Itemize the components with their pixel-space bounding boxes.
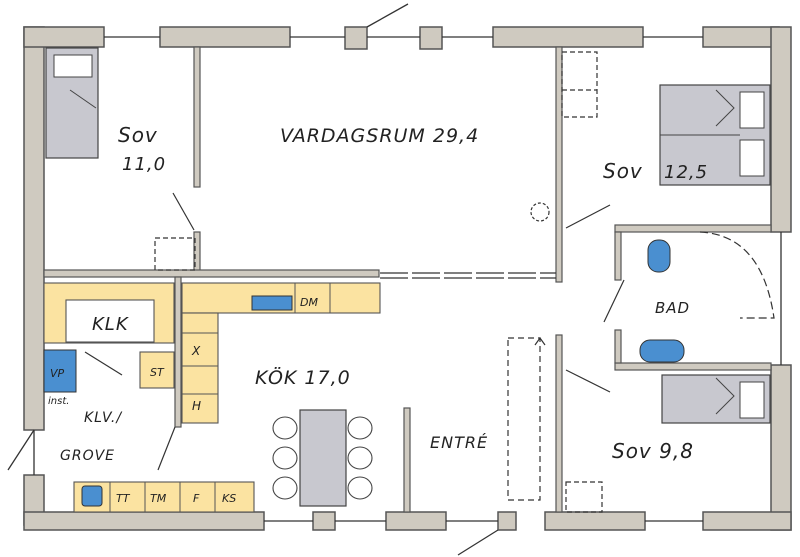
toilet [647,239,671,273]
label-klv: KLV./ [84,410,122,426]
south-wall-1 [23,511,265,531]
south-pillar [312,511,336,531]
wall-vardagsrum-east [555,46,563,283]
dining-table [272,409,373,507]
label-kok: KÖK 17,0 [255,366,351,389]
label-h: H [192,399,201,413]
east-wall-lower [770,364,792,531]
wall-sov-vardagsrum [193,46,201,188]
label-entre: ENTRÉ [430,433,488,452]
south-wall-3 [544,511,646,531]
label-tt: TT [116,492,131,505]
bath-sink [639,339,685,363]
label-tm: TM [150,492,167,505]
north-pillar-2 [419,26,443,50]
label-grove: GROVE [60,448,115,464]
cabinet-dividers [109,283,331,512]
label-vp: VP [50,367,65,380]
laundry-sink [81,485,103,507]
label-sov-nw: Sov [118,123,158,147]
label-bad: BAD [655,299,690,317]
wall-klk-kok [174,276,182,428]
label-ks: KS [222,492,236,505]
label-x: X [191,344,201,358]
north-wall-2 [159,26,291,48]
st-cabinet [139,351,175,389]
wall-bad-west-lower [614,329,622,364]
wall-entre-east [555,334,563,513]
label-klk: KLK [92,314,129,335]
south-wall-2 [385,511,447,531]
klk-opening [65,299,155,343]
label-vardagsrum: VARDAGSRUM 29,4 [280,125,479,147]
east-wall-upper [770,26,792,233]
north-wall-1 [23,26,105,48]
kitchen-sink [251,295,293,311]
label-f: F [193,492,200,505]
south-pillar-2 [497,511,517,531]
wall-bad-bottom [614,362,772,371]
bed-sov-ne [659,84,771,186]
north-wall-4 [702,26,780,48]
label-st: ST [150,366,165,379]
interior-sketch [84,51,775,513]
bed-sov-nw [45,47,99,159]
label-sov-ne-area: 12,5 [664,162,708,183]
wall-bad-top [614,224,772,233]
label-sov-ne: Sov [603,159,643,183]
south-wall-4 [702,511,792,531]
sketch-lines [7,3,782,556]
vp-unit [43,349,77,393]
wall-horizontal-mid [43,269,380,278]
label-vp-inst: inst. [48,396,69,407]
north-pillar-1 [344,26,368,50]
kok-counter-side [181,312,219,424]
label-sov-nw-area: 11,0 [122,154,166,175]
wall-kok-entre [403,407,411,513]
wall-bad-west [614,231,622,281]
bed-sov-se [661,374,771,424]
interior-walls [43,46,772,513]
label-sov-se: Sov 9,8 [612,439,694,463]
klv-cabinet-row [73,481,255,513]
north-wall-3 [492,26,644,48]
label-dm: DM [300,296,318,309]
west-wall-upper [23,26,45,431]
